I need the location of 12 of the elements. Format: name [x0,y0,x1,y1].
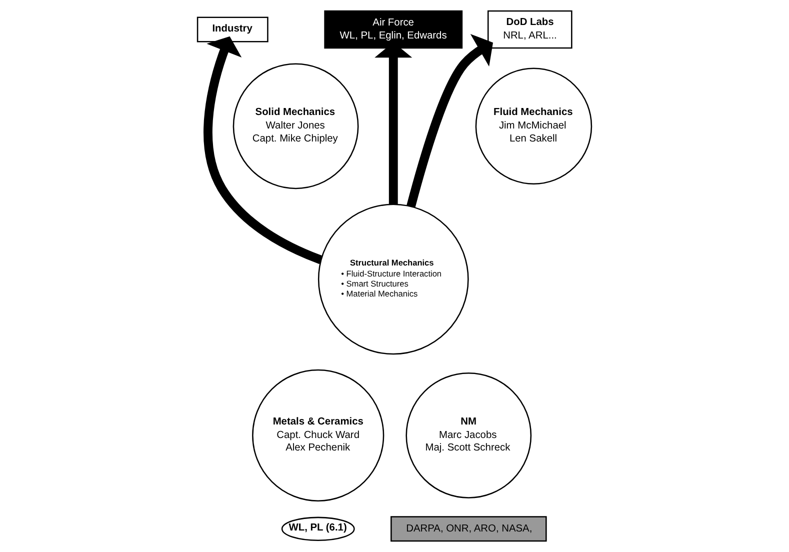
node-box: Industry [196,16,268,42]
node-box: Air Force WL, PL, Eglin, Edwards [324,10,463,49]
node-box: DoD Labs NRL, ARL... [487,10,572,49]
arrow [204,36,323,264]
node-circle: Solid Mechanics Walter Jones Capt. Mike Chipley [232,63,359,190]
node-circle: Fluid Mechanics Jim McMichael Len Sakell [475,68,592,185]
node-box: DARPA, ONR, ARO, NASA, [390,516,547,542]
node-circle: NM Marc Jacobs Maj. Scott Schreck [406,372,532,498]
arrow [406,34,494,208]
node-circle: Metals & Ceramics Capt. Chuck Ward Alex Pechenik [252,369,384,502]
node-ellipse: WL, PL (6.1) [281,516,355,542]
node-circle: Structural Mechanics • Fluid-Structure Interaction • Smart Structures • Material Mechanics [318,204,469,355]
